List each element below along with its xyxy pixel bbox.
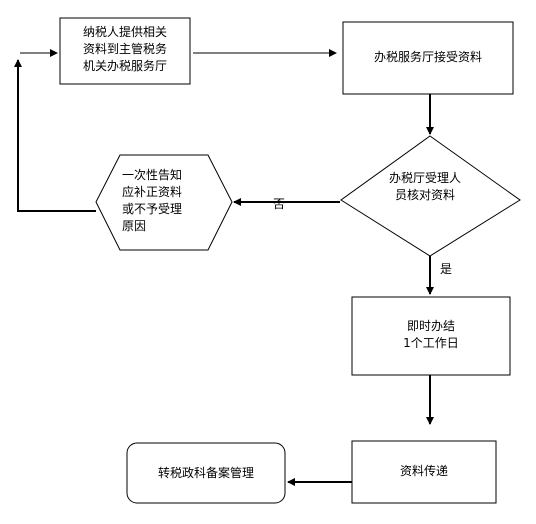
submit-line-1: 纳税人提供相关 xyxy=(82,25,167,39)
complete-line-1: 即时办结 xyxy=(406,319,455,333)
submit-label: 纳税人提供相关 资料到主管税务 机关办税服务厅 xyxy=(60,24,190,75)
notify-label: 一次性告知 应补正资料 或不予受理 原因 xyxy=(122,167,212,235)
edge-no-label: 否 xyxy=(273,197,286,211)
complete-line-2: 1个工作日 xyxy=(403,336,459,350)
check-line-1: 办税厅受理人 xyxy=(388,171,461,185)
submit-line-2: 资料到主管税务 xyxy=(82,42,167,56)
submit-box xyxy=(59,17,191,85)
notify-line-4: 原因 xyxy=(122,219,147,233)
receive-label: 办税服务厅接受资料 xyxy=(373,50,482,64)
transfer-label: 资料传递 xyxy=(399,464,448,478)
archive-label: 转税政科备案管理 xyxy=(157,466,254,480)
check-line-2: 员核对资料 xyxy=(394,188,455,202)
complete-label: 即时办结 1个工作日 xyxy=(352,318,510,352)
arrow-notify-back-to-submit xyxy=(14,59,96,212)
receive-box xyxy=(342,21,514,95)
edge-yes-label: 是 xyxy=(440,262,453,276)
transfer-box xyxy=(351,440,497,504)
notify-hexagon xyxy=(95,154,233,251)
notify-line-1: 一次性告知 xyxy=(122,168,183,182)
notify-line-3: 或不予受理 xyxy=(122,202,183,216)
archive-box xyxy=(126,442,286,504)
submit-line-3: 机关办税服务厅 xyxy=(82,59,167,73)
notify-line-2: 应补正资料 xyxy=(122,185,183,199)
check-label: 办税厅受理人 员核对资料 xyxy=(366,170,484,204)
